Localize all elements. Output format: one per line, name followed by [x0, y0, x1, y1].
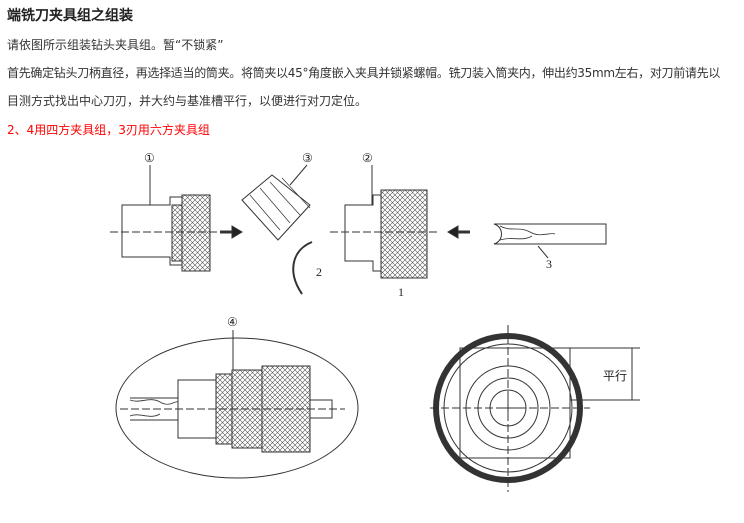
label-parallel: 平行 [603, 369, 627, 383]
label-c3: ③ [302, 151, 313, 165]
assembly-diagram: ① ③ 2 ② 1 3 ④ 平行 [110, 151, 640, 492]
label-n3: 3 [546, 257, 552, 271]
label-c4: ④ [227, 315, 238, 329]
label-c1: ① [144, 151, 155, 165]
chuck-holder-1: ① [110, 151, 243, 272]
paragraph: 请依图所示组装钻头夹具组。暂“不锁紧” [7, 38, 224, 52]
paragraph: 目测方式找出中心刀刃，并大约与基准槽平行，以便进行对刀定位。 [7, 94, 368, 108]
page-title: 端铣刀夹具组之组装 [7, 8, 133, 24]
assembled-view: ④ [115, 315, 359, 479]
front-view: 平行 [430, 325, 640, 492]
collet: ③ 2 [241, 151, 322, 295]
end-mill: 3 [493, 223, 607, 271]
label-c2: ② [362, 151, 373, 165]
label-n2: 2 [316, 265, 322, 279]
label-n1: 1 [398, 285, 404, 299]
chuck-holder-2: ② 1 [330, 151, 470, 299]
note: 2、4用四方夹具组，3刃用六方夹具组 [7, 123, 210, 137]
paragraph: 首先确定钻头刀柄直径，再选择适当的筒夹。将筒夹以45°角度嵌入夹具并锁紧螺帽。铣… [7, 66, 721, 80]
